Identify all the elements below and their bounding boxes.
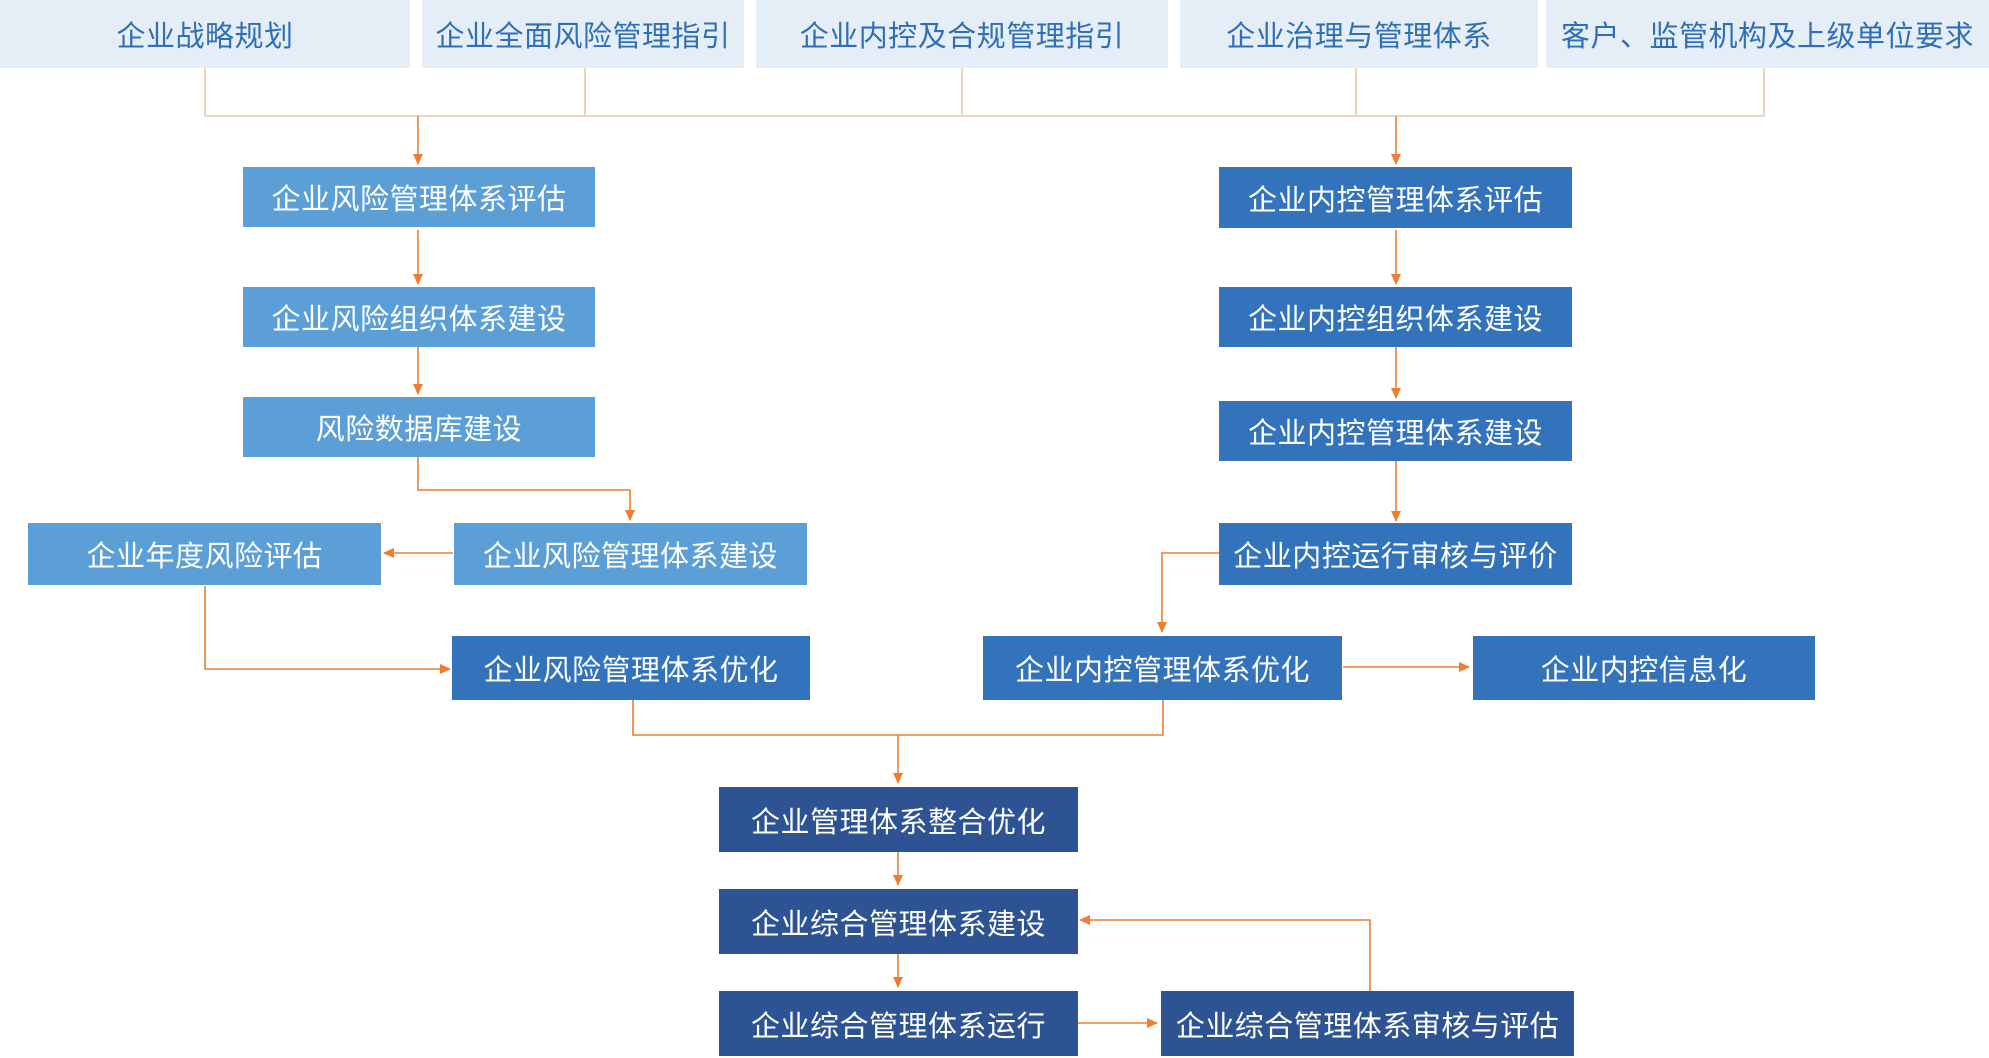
node-management-integration-optimization: 企业管理体系整合优化: [719, 787, 1078, 852]
connector-annual-to-risk-optimization: [204, 586, 451, 674]
node-control-system-build: 企业内控管理体系建设: [1219, 401, 1572, 461]
source-stakeholder-requirements: 客户、监管机构及上级单位要求: [1546, 0, 1989, 68]
node-risk-system-optimization: 企业风险管理体系优化: [452, 636, 810, 700]
node-risk-system-build: 企业风险管理体系建设: [454, 523, 807, 585]
node-control-audit-evaluation: 企业内控运行审核与评价: [1219, 523, 1572, 585]
node-risk-system-assessment: 企业风险管理体系评估: [243, 167, 595, 227]
node-risk-database-build: 风险数据库建设: [243, 397, 595, 457]
node-control-informatization: 企业内控信息化: [1473, 636, 1815, 700]
node-control-organization-build: 企业内控组织体系建设: [1219, 287, 1572, 347]
source-internal-control-compliance-guideline: 企业内控及合规管理指引: [756, 0, 1168, 68]
node-annual-risk-assessment: 企业年度风险评估: [28, 523, 381, 585]
connector-database-to-risk-system-build: [417, 457, 635, 521]
node-integrated-system-operation: 企业综合管理体系运行: [719, 991, 1078, 1056]
node-integrated-system-build: 企业综合管理体系建设: [719, 889, 1078, 954]
node-integrated-system-audit: 企业综合管理体系审核与评估: [1161, 991, 1574, 1056]
node-control-system-assessment: 企业内控管理体系评估: [1219, 167, 1572, 228]
node-risk-organization-build: 企业风险组织体系建设: [243, 287, 595, 347]
connector-optimizations-merge: [632, 700, 1164, 736]
source-risk-management-guideline: 企业全面风险管理指引: [422, 0, 744, 68]
node-control-system-optimization: 企业内控管理体系优化: [983, 636, 1342, 700]
connector-control-audit-to-optimization: [1157, 552, 1219, 633]
connector-audit-feedback-to-build: [1079, 915, 1371, 991]
source-strategic-planning: 企业战略规划: [0, 0, 410, 68]
source-governance-system: 企业治理与管理体系: [1180, 0, 1538, 68]
